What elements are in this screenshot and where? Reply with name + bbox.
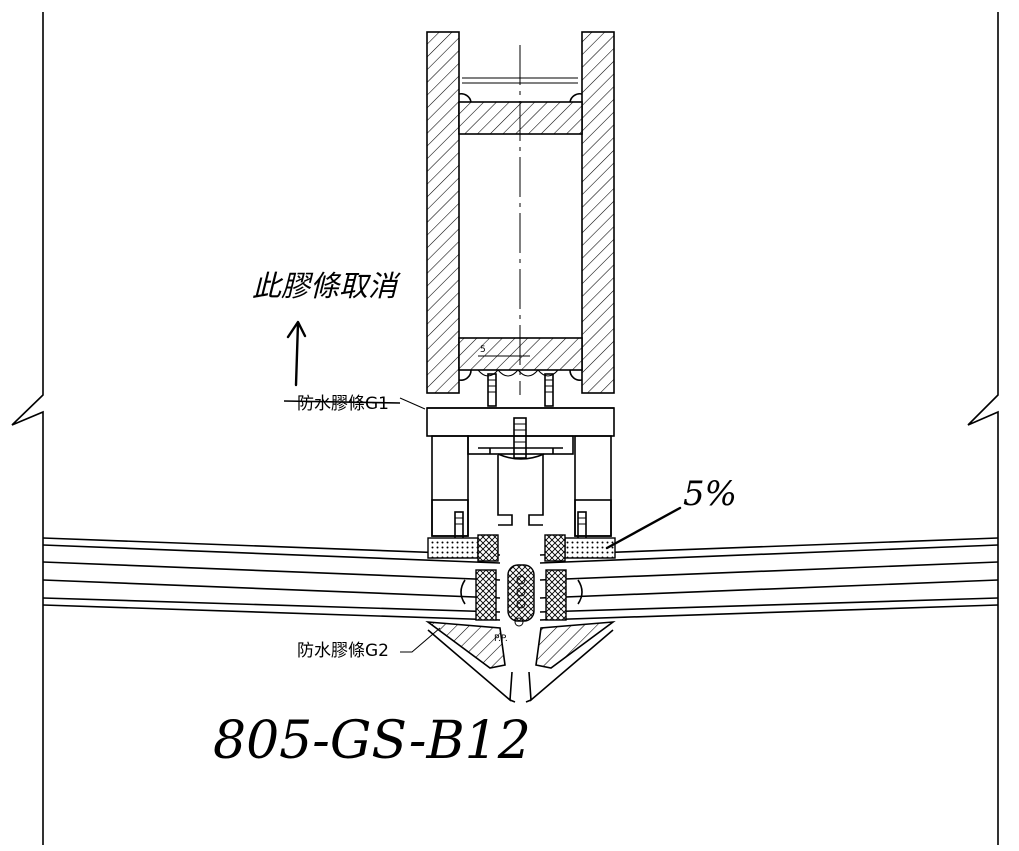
glass-panel-left bbox=[42, 537, 501, 621]
bottom-cover-caps: P.P. bbox=[425, 617, 616, 703]
handwritten-note: 此膠條取消 bbox=[252, 269, 401, 387]
glass-panel-right bbox=[539, 537, 999, 621]
lower-frame bbox=[426, 407, 615, 541]
drawing-number: 805-GS-B12 bbox=[213, 711, 531, 771]
gasket-g2-callout: 防水膠條G2 bbox=[297, 627, 441, 661]
right-break-line bbox=[967, 12, 999, 845]
pp-mark: P.P. bbox=[494, 634, 508, 644]
left-break-line bbox=[11, 12, 44, 845]
dimension-mark: 5 bbox=[480, 345, 486, 355]
gasket-g1-label: 防水膠條G1 bbox=[297, 394, 389, 414]
upper-mullion: 5 bbox=[426, 31, 615, 407]
handwritten-side-mark: 5% bbox=[683, 474, 737, 514]
arrow-up-icon bbox=[286, 320, 307, 387]
gasket-g1-callout: 防水膠條G1 bbox=[283, 394, 426, 414]
handwritten-cancel-note: 此膠條取消 bbox=[252, 269, 401, 303]
drawing-number-text: 805-GS-B12 bbox=[213, 711, 531, 771]
handwritten-side-note: 5% bbox=[605, 474, 737, 550]
glazing-sealants bbox=[427, 534, 616, 622]
gasket-g2-label: 防水膠條G2 bbox=[297, 641, 389, 661]
